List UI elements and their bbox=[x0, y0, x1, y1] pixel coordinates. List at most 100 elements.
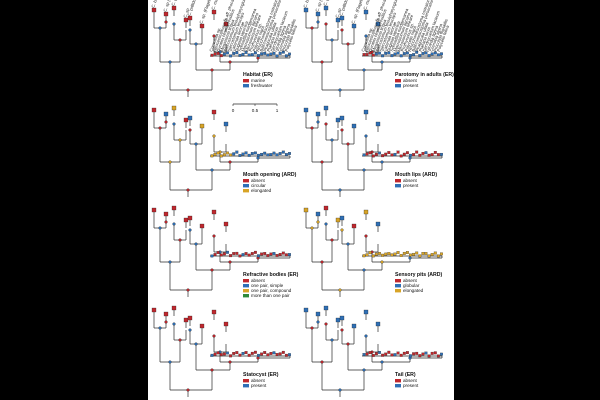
node-marker bbox=[324, 222, 328, 226]
taxon-label: C. baltica bbox=[302, 0, 313, 8]
node-marker bbox=[320, 60, 324, 64]
tip-marker bbox=[351, 223, 357, 229]
taxon-label: C. marina bbox=[210, 0, 221, 10]
node-marker bbox=[364, 34, 368, 38]
legend-swatch bbox=[395, 179, 401, 183]
node-marker bbox=[212, 134, 216, 138]
tip-marker bbox=[211, 209, 217, 215]
legend-swatch bbox=[395, 184, 401, 188]
node-marker bbox=[158, 26, 162, 30]
tip-marker bbox=[436, 254, 440, 258]
tip-marker bbox=[415, 50, 419, 54]
tip-marker bbox=[362, 254, 366, 258]
tip-marker bbox=[433, 51, 437, 55]
tip-marker bbox=[396, 251, 400, 254]
legend-label: absent bbox=[403, 378, 418, 383]
tip-marker bbox=[440, 352, 443, 356]
tip-marker bbox=[412, 153, 416, 157]
node-marker bbox=[310, 126, 314, 130]
node-marker bbox=[172, 122, 176, 126]
legend-swatch bbox=[395, 384, 401, 388]
panel-title: Habitat (ER) bbox=[243, 72, 273, 78]
tip-marker bbox=[405, 151, 409, 155]
tip-marker bbox=[151, 207, 157, 213]
node-marker bbox=[340, 328, 344, 332]
tip-marker bbox=[275, 254, 279, 257]
tip-marker bbox=[381, 154, 385, 158]
node-marker bbox=[338, 288, 342, 292]
tip-marker bbox=[288, 152, 291, 155]
node-marker bbox=[186, 288, 190, 292]
node-marker bbox=[338, 188, 342, 192]
legend-label: marine bbox=[251, 78, 265, 83]
tip-marker bbox=[424, 252, 428, 255]
tip-marker bbox=[266, 254, 270, 258]
node-marker bbox=[212, 334, 216, 338]
tip-marker bbox=[375, 21, 381, 27]
tip-marker bbox=[339, 115, 345, 121]
node-marker bbox=[338, 388, 342, 392]
tip-marker bbox=[183, 117, 189, 123]
tip-marker bbox=[278, 352, 282, 356]
node-marker bbox=[188, 228, 192, 232]
tip-marker bbox=[272, 151, 276, 155]
tip-marker bbox=[303, 7, 309, 13]
legend-swatch bbox=[243, 384, 249, 388]
taxon-labels: C. balticaC. sp (Indian)C. gracilisC. sp… bbox=[302, 0, 450, 52]
tip-marker bbox=[278, 152, 282, 155]
node-marker bbox=[228, 160, 232, 164]
node-marker bbox=[168, 360, 172, 364]
node-marker bbox=[228, 360, 232, 364]
panel-title: Mouth lips (ARD) bbox=[395, 172, 437, 178]
tip-marker bbox=[284, 153, 288, 157]
tip-marker bbox=[244, 351, 248, 355]
tip-marker bbox=[390, 353, 394, 357]
tree-panel: Mouth opening (ARD)absentcircularelongat… bbox=[151, 105, 297, 197]
tip-marker bbox=[260, 352, 264, 356]
tip-marker bbox=[229, 54, 233, 58]
tip-marker bbox=[222, 352, 226, 356]
node-marker bbox=[310, 26, 314, 30]
tip-marker bbox=[216, 251, 220, 254]
node-marker bbox=[188, 328, 192, 332]
tip-marker bbox=[219, 253, 223, 257]
legend-label: absent bbox=[251, 278, 266, 283]
node-marker bbox=[330, 338, 334, 342]
legend-label: absent bbox=[403, 78, 418, 83]
tip-marker bbox=[362, 353, 366, 356]
tip-marker bbox=[269, 52, 273, 56]
node-marker bbox=[330, 238, 334, 242]
tip-marker bbox=[315, 11, 321, 17]
tip-marker bbox=[393, 252, 397, 256]
tip-marker bbox=[284, 253, 288, 257]
tip-marker bbox=[365, 352, 369, 356]
legend-label: absent bbox=[251, 378, 266, 383]
legend-swatch bbox=[243, 84, 249, 88]
tip-marker bbox=[427, 354, 431, 358]
node-marker bbox=[188, 28, 192, 32]
tip-marker bbox=[151, 307, 157, 313]
node-marker bbox=[330, 138, 334, 142]
tip-marker bbox=[384, 51, 388, 55]
tip-marker bbox=[375, 121, 381, 127]
tip-marker bbox=[427, 54, 431, 58]
tip-marker bbox=[229, 254, 233, 258]
node-marker bbox=[340, 28, 344, 32]
node-marker bbox=[320, 360, 324, 364]
tip-marker bbox=[253, 250, 257, 254]
tip-marker bbox=[390, 153, 394, 157]
tip-marker bbox=[363, 209, 369, 215]
legend-swatch bbox=[395, 279, 401, 283]
tip-marker bbox=[238, 53, 242, 57]
tip-marker bbox=[351, 323, 357, 329]
tip-marker bbox=[424, 351, 428, 355]
node-marker bbox=[164, 20, 168, 24]
tip-marker bbox=[335, 117, 341, 123]
tip-marker bbox=[223, 21, 229, 27]
node-marker bbox=[168, 160, 172, 164]
legend-label: present bbox=[251, 383, 267, 388]
tip-marker bbox=[263, 151, 267, 155]
tip-marker bbox=[381, 253, 385, 257]
node-marker bbox=[172, 22, 176, 26]
